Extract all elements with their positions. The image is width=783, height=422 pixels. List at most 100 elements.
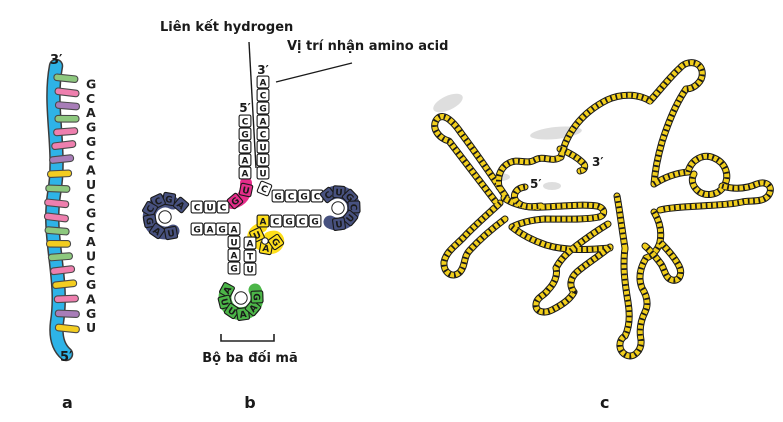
mrna-base-letter: U	[86, 320, 96, 335]
nucleotide-cell: C	[190, 200, 204, 214]
panel-c-letter: c	[600, 393, 609, 412]
svg-text:G: G	[311, 217, 318, 227]
rrna-shadow-smudges	[433, 93, 582, 190]
rrna-strand-beads	[511, 184, 542, 210]
svg-text:U: U	[206, 203, 213, 213]
mrna-base-letter: G	[86, 306, 96, 321]
svg-text:A: A	[260, 78, 267, 88]
nucleotide-cell: U	[256, 140, 270, 154]
rrna-strand	[651, 169, 691, 187]
panel-b-letter: b	[244, 393, 255, 412]
nucleotide-cell: G	[215, 222, 229, 236]
rrna-strand	[617, 246, 650, 359]
mrna-base-letter: C	[86, 148, 95, 163]
svg-text:T: T	[247, 252, 254, 262]
rrna-strand-beads	[558, 60, 705, 185]
nucleotide-cell: A	[258, 240, 274, 256]
nucleotide-cell: U	[203, 200, 217, 214]
svg-text:G: G	[218, 225, 225, 235]
svg-text:G: G	[285, 217, 292, 227]
nucleotide-cell: G	[227, 261, 241, 275]
mrna-base-bar	[52, 279, 78, 290]
svg-text:C: C	[260, 130, 267, 140]
svg-text:G: G	[300, 192, 307, 202]
svg-text:C: C	[194, 203, 201, 213]
nucleotide-cell: A	[256, 214, 270, 228]
svg-text:U: U	[225, 306, 237, 318]
svg-text:G: G	[230, 264, 237, 274]
mrna-base-letter: G	[86, 134, 96, 149]
mrna-base-bar	[43, 212, 69, 223]
nucleotide-cell: G	[282, 214, 296, 228]
mrna-base-bars	[43, 73, 81, 334]
svg-text:G: G	[269, 237, 281, 249]
mrna-5prime-label: 5′	[60, 350, 73, 365]
svg-text:G: G	[241, 143, 248, 153]
svg-text:U: U	[259, 156, 266, 166]
panel-c-rrna: 5′ 3′ c	[431, 59, 774, 412]
svg-text:C: C	[299, 217, 306, 227]
svg-text:A: A	[260, 117, 267, 127]
nucleotide-cell: U	[223, 302, 241, 320]
nucleotide-cell: G	[190, 222, 204, 236]
rrna-strand	[496, 154, 564, 190]
nucleotide-cell: U	[256, 166, 270, 180]
panel-a-letter: a	[62, 393, 73, 412]
rrna-beaded-chain	[431, 59, 774, 360]
amino-acid-site-label: Vị trí nhận amino acid	[287, 39, 448, 54]
mrna-base-bar	[54, 309, 80, 318]
svg-text:A: A	[260, 217, 267, 227]
nucleotide-cell: U	[331, 216, 347, 232]
mrna-base-letter: G	[86, 277, 96, 292]
rrna-strand-beads	[614, 195, 628, 249]
nucleotide-cell: C	[256, 180, 273, 197]
nucleotide-cell: G	[308, 214, 322, 228]
nucleotide-cell: C	[141, 200, 159, 218]
nucleotide-cell: G	[297, 189, 311, 203]
svg-text:U: U	[218, 298, 229, 308]
nucleotide-cell: U	[163, 225, 179, 241]
rrna-3prime-label: 3′	[592, 155, 604, 169]
svg-text:C: C	[220, 203, 227, 213]
rrna-strand-beads	[441, 201, 507, 278]
svg-text:A: A	[222, 285, 234, 296]
mrna-base-letter: C	[86, 220, 95, 235]
trna-5prime-label: 5′	[239, 101, 251, 115]
rrna-strand	[432, 114, 509, 204]
svg-text:A: A	[242, 156, 249, 166]
mrna-3prime-label: 3′	[50, 53, 63, 68]
nucleotide-cell: G	[238, 127, 252, 141]
nucleotide-cell: A	[227, 222, 241, 236]
svg-text:U: U	[167, 229, 176, 240]
nucleotide-cell: A	[244, 299, 262, 317]
svg-text:C: C	[314, 192, 321, 202]
rrna-strand-beads	[559, 146, 588, 174]
svg-text:A: A	[242, 169, 249, 179]
nucleotide-cell: G	[267, 233, 285, 251]
hydrogen-bond-label: Liên kết hydrogen	[160, 20, 293, 35]
mrna-base-letter: C	[86, 191, 95, 206]
nucleotide-cell: A	[235, 306, 251, 322]
rrna-strand	[441, 200, 508, 278]
mrna-base-letter: A	[86, 291, 96, 306]
mrna-base-bar	[54, 87, 80, 98]
nucleotide-cell: A	[243, 236, 257, 250]
nucleotide-cell: C	[238, 114, 252, 128]
svg-text:U: U	[246, 265, 253, 275]
svg-text:C: C	[347, 204, 357, 211]
nucleotide-cell: A	[238, 153, 252, 167]
mrna-base-letter: A	[86, 162, 96, 177]
rrna-strand-beads	[432, 114, 509, 203]
svg-text:U: U	[241, 186, 250, 197]
svg-text:C: C	[242, 117, 249, 127]
mrna-base-letter: U	[86, 177, 96, 192]
variable-loop-hole	[261, 237, 269, 245]
nucleotide-cell: C	[256, 88, 270, 102]
rrna-strand-beads	[533, 221, 612, 315]
mrna-base-letter: A	[86, 105, 96, 120]
nucleotide-cell: A	[256, 75, 270, 89]
mrna-base-bar	[53, 127, 79, 137]
d-loop-hole	[158, 210, 172, 224]
